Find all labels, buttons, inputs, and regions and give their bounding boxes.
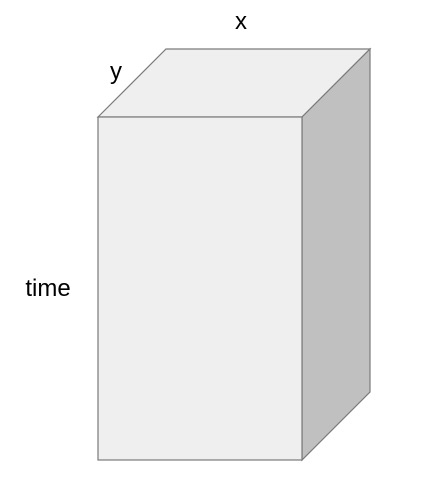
x-axis-label: x: [235, 8, 247, 35]
cube-front-face: [97, 116, 303, 461]
cube-side-face: [301, 47, 371, 462]
time-axis-label: time: [25, 275, 70, 302]
y-axis-label: y: [110, 58, 122, 85]
